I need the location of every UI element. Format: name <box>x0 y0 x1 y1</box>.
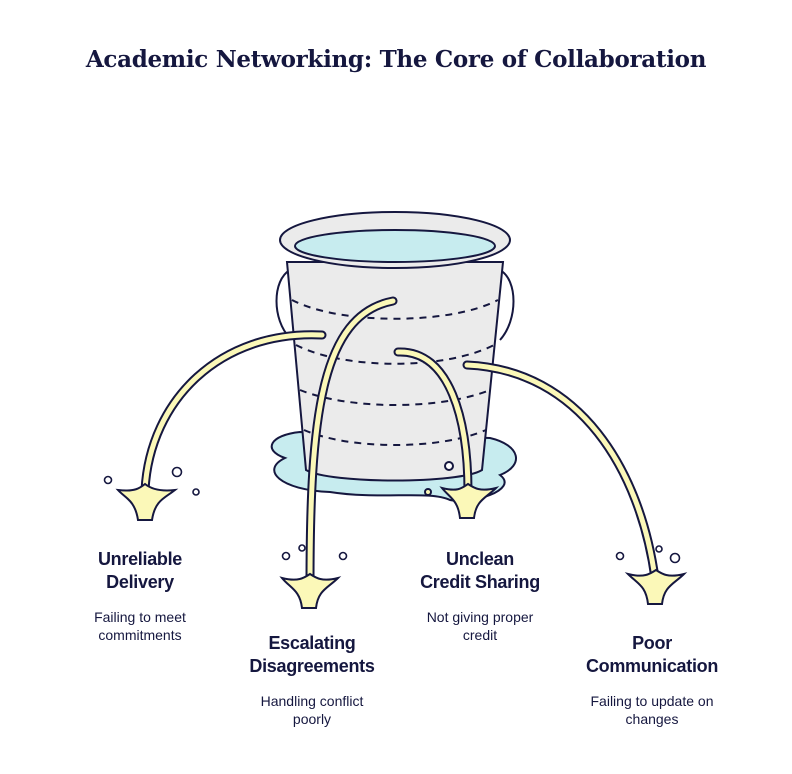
splash-1 <box>115 482 179 521</box>
stream-poor <box>462 360 660 583</box>
stream-escalating <box>305 296 398 590</box>
stream-unclean <box>393 347 473 497</box>
issue-title: Credit Sharing <box>420 572 540 592</box>
issue-title: Escalating <box>268 633 356 653</box>
issue-description: Failing to update on <box>590 693 714 709</box>
bucket-body <box>285 261 505 482</box>
page-title: Academic Networking: The Core of Collabo… <box>85 46 707 73</box>
issue-description: Failing to meet <box>94 609 186 625</box>
splash-4 <box>624 568 688 605</box>
stream-unreliable <box>140 330 327 495</box>
water-surface <box>294 229 496 263</box>
issue-description: commitments <box>98 627 182 643</box>
issue-title: Poor <box>632 633 672 653</box>
issue-title: Unreliable <box>97 549 183 569</box>
splash-3 <box>439 482 500 519</box>
issue-title: Communication <box>585 656 719 676</box>
issue-title: Disagreements <box>249 656 375 676</box>
issue-title: Delivery <box>106 572 174 592</box>
issue-description: Handling conflict <box>260 693 364 709</box>
issue-description: poorly <box>292 711 332 727</box>
left-handle <box>275 269 291 339</box>
issue-description: changes <box>625 711 679 727</box>
issue-description: credit <box>462 627 498 643</box>
issue-description: Not giving proper <box>426 609 534 625</box>
issue-title: Unclean <box>446 549 514 569</box>
right-handle <box>499 269 515 341</box>
splash-2 <box>279 572 342 609</box>
